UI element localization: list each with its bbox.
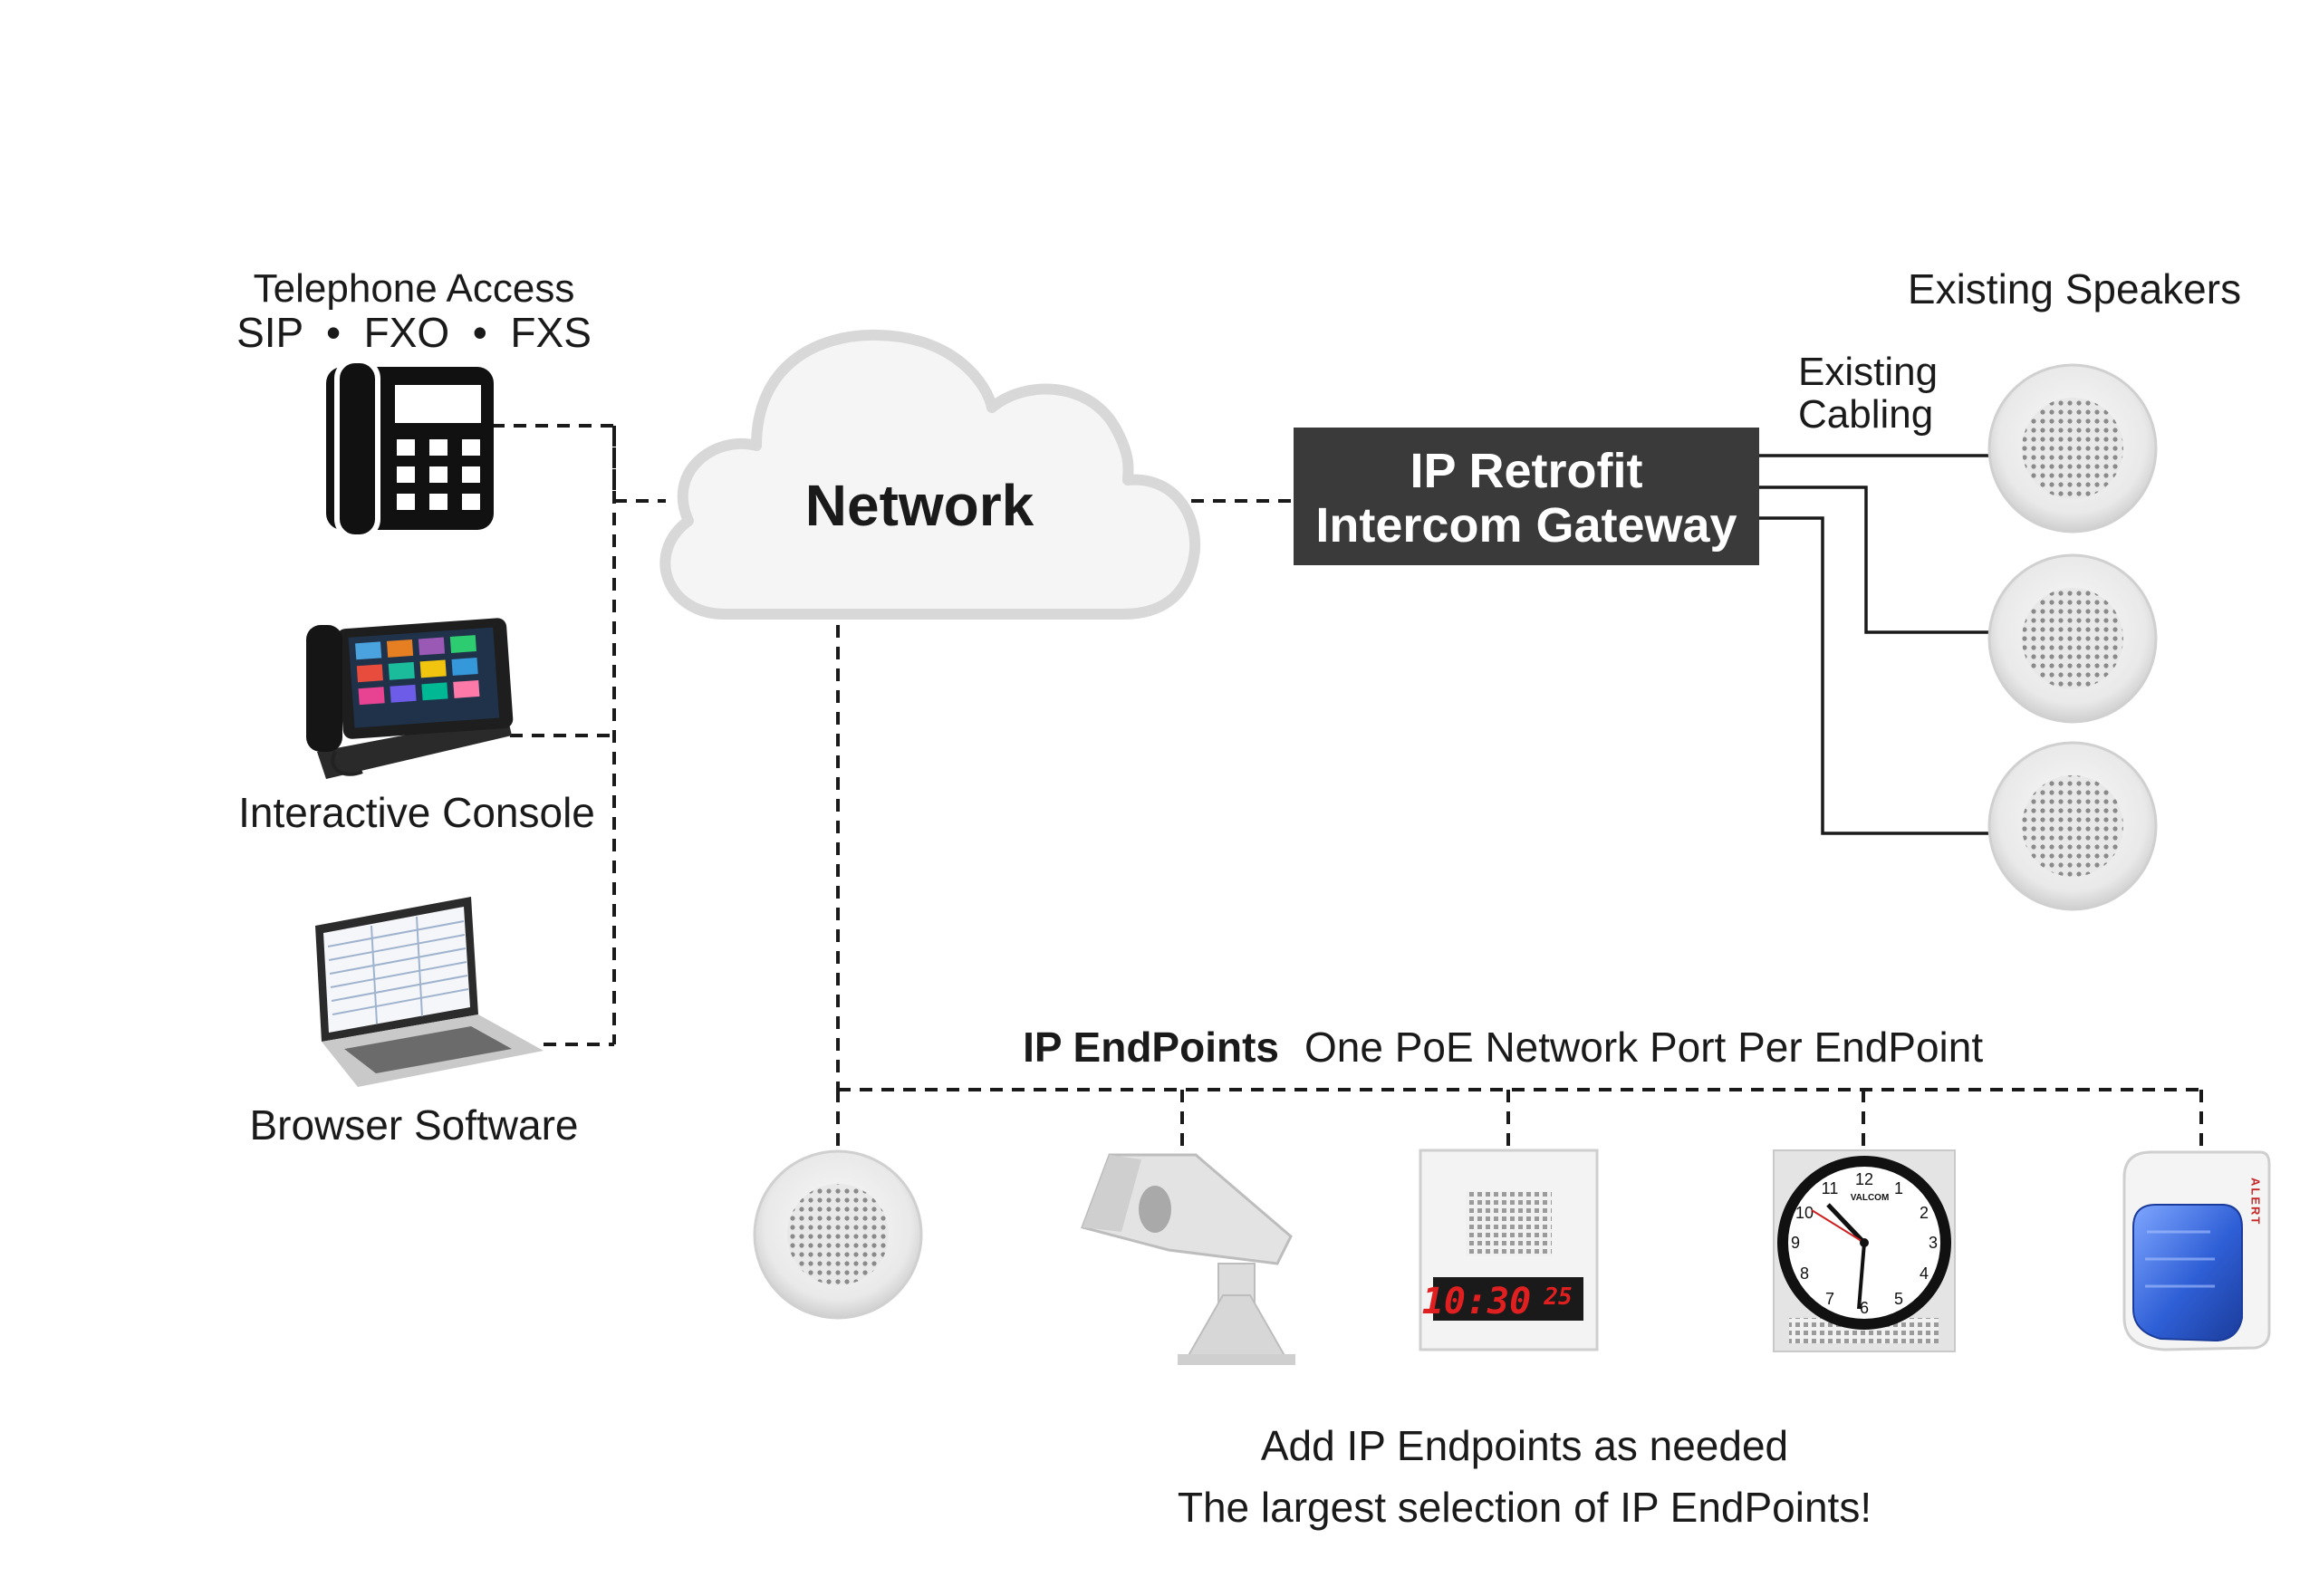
- laptop-icon: [315, 897, 544, 1087]
- svg-text:8: 8: [1800, 1264, 1809, 1283]
- strobe-alert-icon: ALERT: [2122, 1150, 2271, 1351]
- console-phone-icon: [306, 618, 514, 779]
- network-label: Network: [805, 473, 1034, 538]
- clock-display-time: 10:30: [1422, 1281, 1531, 1322]
- endpoints-title-rest: One PoE Network Port Per EndPoint: [1304, 1024, 1983, 1071]
- svg-text:10: 10: [1795, 1204, 1814, 1222]
- existing-cabling-lines: [1759, 454, 1993, 835]
- ceiling-speaker-icon: [753, 1149, 923, 1320]
- endpoints-footer-line2: The largest selection of IP EndPoints!: [1178, 1484, 1872, 1531]
- ceiling-speaker-icon: [1987, 363, 2158, 534]
- gateway-box: IP Retrofit Intercom Gateway: [1294, 428, 1759, 565]
- telephone-title: Telephone Access: [254, 266, 575, 311]
- strobe-label: ALERT: [2249, 1178, 2263, 1226]
- cable-speaker-3: [1759, 516, 1993, 835]
- svg-text:5: 5: [1894, 1290, 1903, 1308]
- existing-cabling-line1: Existing: [1798, 350, 1938, 394]
- svg-text:4: 4: [1920, 1264, 1929, 1283]
- wall-clock-brand: VALCOM: [1851, 1193, 1890, 1203]
- telephone-protocols: SIP • FXO • FXS: [236, 309, 592, 356]
- cloud-icon: [659, 329, 1201, 620]
- digital-clock-speaker-icon: 10:30 25: [1419, 1149, 1599, 1351]
- existing-speakers-label: Existing Speakers: [1908, 265, 2241, 312]
- svg-text:12: 12: [1855, 1170, 1873, 1188]
- gateway-label-line1: IP Retrofit: [1410, 444, 1642, 498]
- cable-speaker-2: [1759, 486, 1993, 634]
- svg-text:11: 11: [1822, 1179, 1839, 1197]
- desk-phone-icon: [326, 358, 494, 540]
- console-label: Interactive Console: [238, 789, 595, 836]
- svg-text:3: 3: [1929, 1234, 1938, 1252]
- svg-text:9: 9: [1791, 1234, 1800, 1252]
- browser-label: Browser Software: [249, 1101, 578, 1149]
- clock-display-seconds: 25: [1543, 1284, 1572, 1311]
- gateway-label-line2: Intercom Gateway: [1315, 498, 1737, 553]
- ceiling-speaker-icon: [1987, 553, 2158, 724]
- ceiling-speaker-icon: [1987, 741, 2158, 911]
- svg-text:6: 6: [1860, 1299, 1869, 1317]
- svg-text:1: 1: [1894, 1179, 1903, 1197]
- phone-connector: [492, 424, 616, 501]
- svg-text:7: 7: [1825, 1290, 1834, 1308]
- horn-speaker-icon: [1081, 1153, 1295, 1365]
- endpoints-title-bold: IP EndPoints: [1023, 1024, 1279, 1071]
- existing-cabling-line2: Cabling: [1798, 392, 1933, 437]
- dashed-connectors: [467, 424, 2203, 1150]
- svg-text:2: 2: [1920, 1204, 1929, 1222]
- endpoints-footer-line1: Add IP Endpoints as needed: [1261, 1422, 1788, 1469]
